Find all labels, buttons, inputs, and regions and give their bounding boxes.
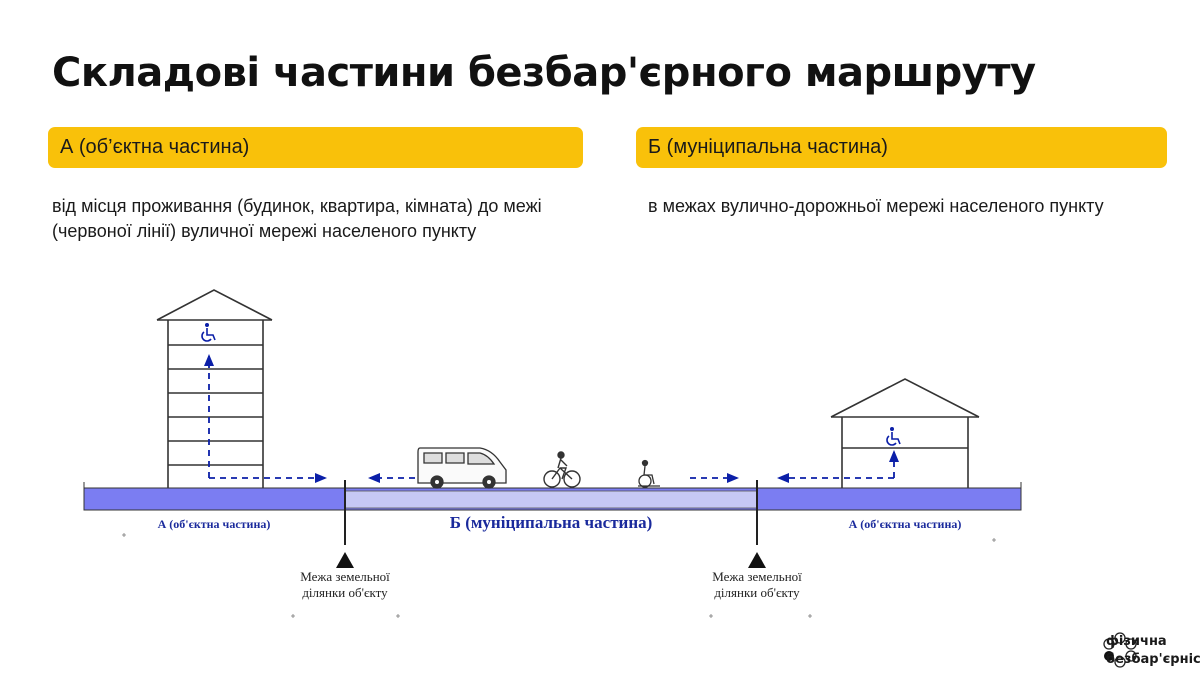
logo-line-1: фізична bbox=[1106, 634, 1167, 649]
building-icon bbox=[156, 289, 273, 488]
section-b-badge: Б (муніципальна частина) bbox=[636, 127, 1167, 168]
van-icon bbox=[417, 447, 507, 489]
route-arrows bbox=[204, 354, 899, 483]
section-a-description: від місця проживання (будинок, квартира,… bbox=[52, 196, 542, 241]
boundary-left-label-line1: Межа земельної bbox=[300, 569, 390, 584]
boundary-left-label-line2: ділянки об'єкту bbox=[302, 585, 388, 600]
boundary-right bbox=[748, 480, 766, 568]
page-title: Складові частини безбар'єрного маршруту bbox=[52, 50, 1036, 96]
ground-strip bbox=[83, 482, 1022, 511]
zone-a-left-label: А (об'єктна частина) bbox=[158, 517, 271, 531]
logo-line-2: безбар'єрність bbox=[1106, 652, 1200, 667]
bicycle-icon bbox=[543, 451, 581, 488]
crosshair-marks bbox=[122, 533, 996, 618]
boundary-right-label-line2: ділянки об'єкту bbox=[714, 585, 800, 600]
zone-a-right-label: А (об'єктна частина) bbox=[849, 517, 962, 531]
section-a-badge: А (об’єктна частина) bbox=[48, 127, 583, 168]
boundary-left bbox=[336, 480, 354, 568]
logo-icon bbox=[1103, 632, 1137, 668]
section-b-description: в межах вулично-дорожньої мережі населен… bbox=[648, 196, 1104, 216]
logo-text: фізична безбар'єрність bbox=[1106, 633, 1200, 669]
house-icon bbox=[830, 378, 980, 488]
boundary-right-label-line1: Межа земельної bbox=[712, 569, 802, 584]
wheelchair-user-icon bbox=[638, 459, 660, 488]
wheelchair-icon bbox=[201, 323, 901, 446]
zone-b-label: Б (муніципальна частина) bbox=[450, 513, 653, 532]
